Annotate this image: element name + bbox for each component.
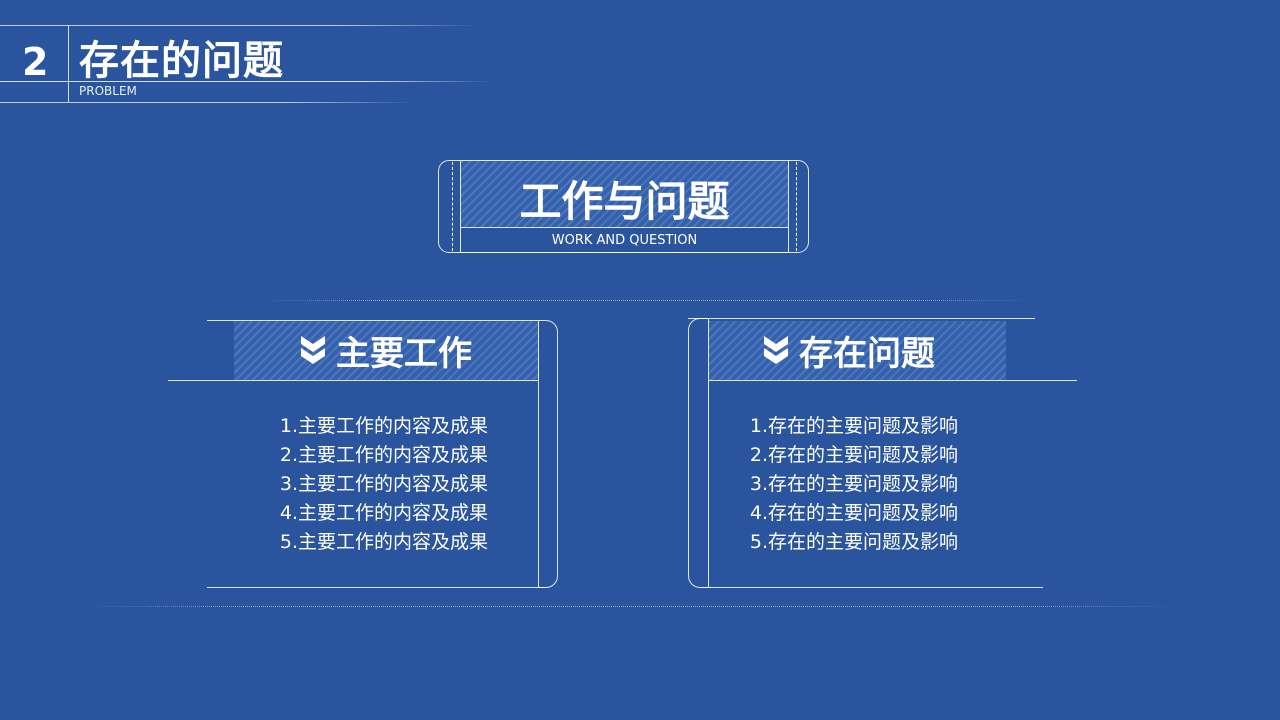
card-title-text: 主要工作 (336, 333, 472, 374)
card-title: 主要工作 (234, 330, 538, 374)
divider (0, 102, 410, 103)
divider (260, 300, 1030, 301)
divider (0, 25, 480, 26)
section-number: 2 (22, 40, 49, 84)
problem-list: 1.存在的主要问题及影响 2.存在的主要问题及影响 3.存在的主要问题及影响 4… (704, 412, 1004, 557)
list-item: 3.主要工作的内容及成果 (279, 473, 489, 495)
card-title: 存在问题 (709, 330, 989, 374)
list-item: 4.主要工作的内容及成果 (279, 502, 489, 524)
list-item: 1.主要工作的内容及成果 (279, 415, 489, 437)
list-item: 3.存在的主要问题及影响 (749, 473, 959, 495)
center-subtitle: WORK AND QUESTION (551, 233, 698, 248)
divider (80, 606, 1180, 607)
list-item: 2.存在的主要问题及影响 (749, 444, 959, 466)
work-list: 1.主要工作的内容及成果 2.主要工作的内容及成果 3.主要工作的内容及成果 4… (234, 412, 534, 557)
list-item: 2.主要工作的内容及成果 (279, 444, 489, 466)
card-title-text: 存在问题 (799, 333, 935, 374)
list-item: 5.存在的主要问题及影响 (749, 531, 959, 553)
center-title: 工作与问题 (519, 177, 730, 226)
double-chevron-down-icon (301, 336, 325, 364)
divider (0, 81, 490, 82)
page-subtitle: PROBLEM (79, 84, 137, 98)
double-chevron-down-icon (764, 336, 788, 364)
divider (68, 25, 69, 102)
page-title: 存在的问题 (79, 38, 284, 84)
list-item: 1.存在的主要问题及影响 (749, 415, 959, 437)
list-item: 4.存在的主要问题及影响 (749, 502, 959, 524)
list-item: 5.主要工作的内容及成果 (279, 531, 489, 553)
